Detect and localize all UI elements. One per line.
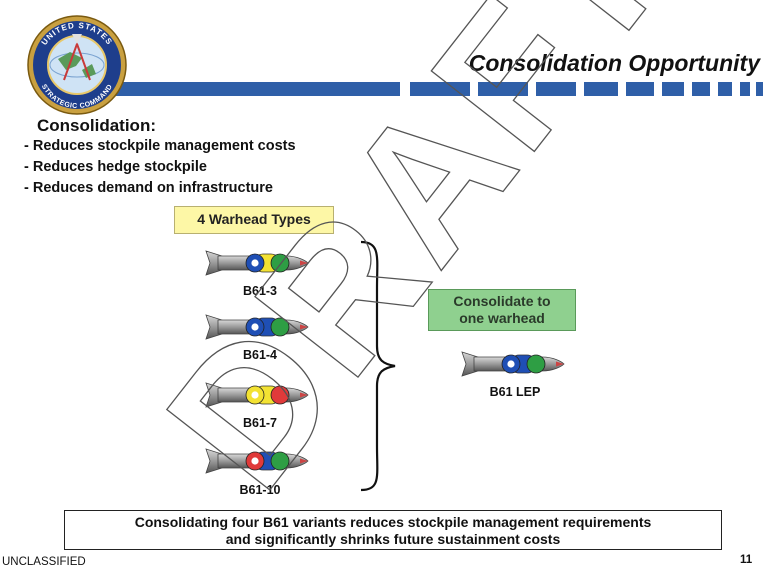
bullet-item: - Reduces demand on infrastructure: [24, 180, 273, 196]
header-band: [70, 82, 763, 96]
page-number: 11: [740, 554, 753, 566]
warhead-nose: [300, 392, 308, 398]
grouping-brace: [360, 240, 396, 492]
consolidate-label: Consolidate to one warhead: [428, 289, 576, 331]
warhead-right-dot: [270, 317, 290, 337]
warhead-nose: [556, 361, 564, 367]
warhead-types-label: 4 Warhead Types: [174, 206, 334, 234]
warhead-right-dot: [270, 385, 290, 405]
warhead-nose: [300, 458, 308, 464]
warhead-right-dot: [270, 253, 290, 273]
warhead-label-b61-lep: B61 LEP: [489, 385, 541, 399]
slide-title: Consolidation Opportunity: [468, 50, 760, 76]
intro-heading: Consolidation:: [37, 116, 156, 135]
warhead-right-dot: [270, 451, 290, 471]
warhead-label-b61-4: B61-4: [242, 348, 278, 362]
warhead-label-b61-7: B61-7: [242, 416, 278, 430]
warhead-nose: [300, 324, 308, 330]
warhead-right-dot: [526, 354, 546, 374]
warhead-b61-10-icon: [205, 448, 309, 474]
bullet-item: - Reduces stockpile management costs: [24, 138, 296, 154]
warhead-left-dot-center: [251, 391, 259, 399]
warhead-b61-7-icon: [205, 382, 309, 408]
warhead-b61-lep-icon: [461, 351, 565, 377]
bullet-item: - Reduces hedge stockpile: [24, 159, 207, 175]
summary-box: Consolidating four B61 variants reduces …: [64, 510, 722, 550]
warhead-label-b61-10: B61-10: [239, 483, 281, 497]
warhead-left-dot-center: [251, 457, 259, 465]
warhead-left-dot-center: [251, 259, 259, 267]
warhead-b61-3-icon: [205, 250, 309, 276]
classification-marking: UNCLASSIFIED: [2, 556, 86, 568]
warhead-left-dot-center: [251, 323, 259, 331]
warhead-nose: [300, 260, 308, 266]
warhead-b61-4-icon: [205, 314, 309, 340]
warhead-label-b61-3: B61-3: [242, 284, 278, 298]
strategic-command-seal-icon: UNITED STATES STRATEGIC COMMAND: [27, 15, 127, 115]
warhead-left-dot-center: [507, 360, 515, 368]
